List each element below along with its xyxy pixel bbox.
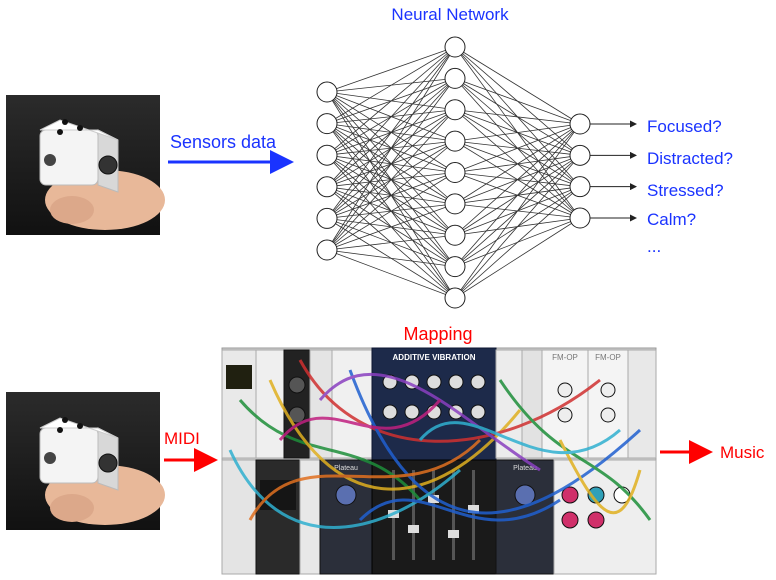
network-node-layer2-9 <box>444 287 466 309</box>
network-edge <box>326 249 456 299</box>
network-node-layer2-8 <box>444 256 466 278</box>
network-node-layer2-2 <box>444 67 466 89</box>
sensors-data-label: Sensors data <box>170 132 277 152</box>
network-edge <box>454 123 581 236</box>
network-edge <box>454 217 581 299</box>
network-node-layer3-3 <box>569 176 591 198</box>
device-photo-top <box>6 95 165 235</box>
network-edge <box>454 155 581 299</box>
network-node-layer1-5 <box>316 207 338 229</box>
network-node-layer2-4 <box>444 130 466 152</box>
network-edge <box>454 123 581 205</box>
screen-display <box>226 365 252 389</box>
network-edge <box>326 234 456 251</box>
network-node-layer1-6 <box>316 239 338 261</box>
output-label-calm: Calm? <box>647 210 696 229</box>
network-nodes <box>316 36 591 309</box>
plateau-title-1: Plateau <box>334 465 358 472</box>
network-node-layer1-3 <box>316 144 338 166</box>
network-node-layer2-3 <box>444 99 466 121</box>
device-photo-bottom <box>6 392 165 530</box>
network-edge <box>454 77 581 125</box>
network-node-layer3-4 <box>569 207 591 229</box>
midi-label: MIDI <box>164 429 200 448</box>
network-edge <box>454 123 581 299</box>
network-edge <box>454 186 581 299</box>
network-edge <box>454 123 581 173</box>
additive-vibration-title: ADDITIVE VIBRATION <box>393 353 476 362</box>
network-edges <box>326 46 581 299</box>
network-edge <box>454 109 581 125</box>
output-label-ellipsis: ... <box>647 237 661 256</box>
output-label-distracted: Distracted? <box>647 149 733 168</box>
network-node-layer2-6 <box>444 193 466 215</box>
network-node-layer2-5 <box>444 162 466 183</box>
network-node-layer2-1 <box>444 36 466 58</box>
network-edge <box>326 172 456 251</box>
network-title: Neural Network <box>391 5 509 24</box>
network-edge <box>326 46 456 124</box>
fm-op-title-2: FM-OP <box>595 353 621 362</box>
network-edge <box>326 46 456 251</box>
plateau-title-2: Plateau <box>513 465 537 472</box>
music-label: Music <box>720 443 765 462</box>
network-node-layer3-1 <box>569 113 591 135</box>
network-node-layer1-1 <box>316 81 338 103</box>
network-edge <box>326 46 456 156</box>
network-edge <box>326 249 456 268</box>
network-edge <box>326 46 456 188</box>
mapping-label: Mapping <box>403 324 472 344</box>
network-edge <box>326 203 456 251</box>
network-edge <box>326 78 456 251</box>
network-edge <box>326 46 456 219</box>
network-node-layer3-2 <box>569 144 591 166</box>
fm-op-title-1: FM-OP <box>552 353 578 362</box>
modular-synth-rack: ADDITIVE VIBRATION FM-OP FM-OP Plateau P… <box>221 347 657 575</box>
output-label-focused: Focused? <box>647 117 722 136</box>
network-node-layer2-7 <box>444 224 466 246</box>
network-edge <box>454 46 581 125</box>
network-node-layer1-4 <box>316 176 338 198</box>
network-node-layer1-2 <box>316 113 338 135</box>
output-labels: Focused? Distracted? Stressed? Calm? ... <box>647 117 733 256</box>
output-label-stressed: Stressed? <box>647 181 724 200</box>
network-edge <box>454 123 581 267</box>
network-edge <box>454 123 581 142</box>
network-edge <box>326 46 456 93</box>
fm-op-module-2 <box>587 349 629 459</box>
network-edge <box>326 109 456 251</box>
network-edge <box>326 140 456 251</box>
output-arrows <box>590 120 637 222</box>
